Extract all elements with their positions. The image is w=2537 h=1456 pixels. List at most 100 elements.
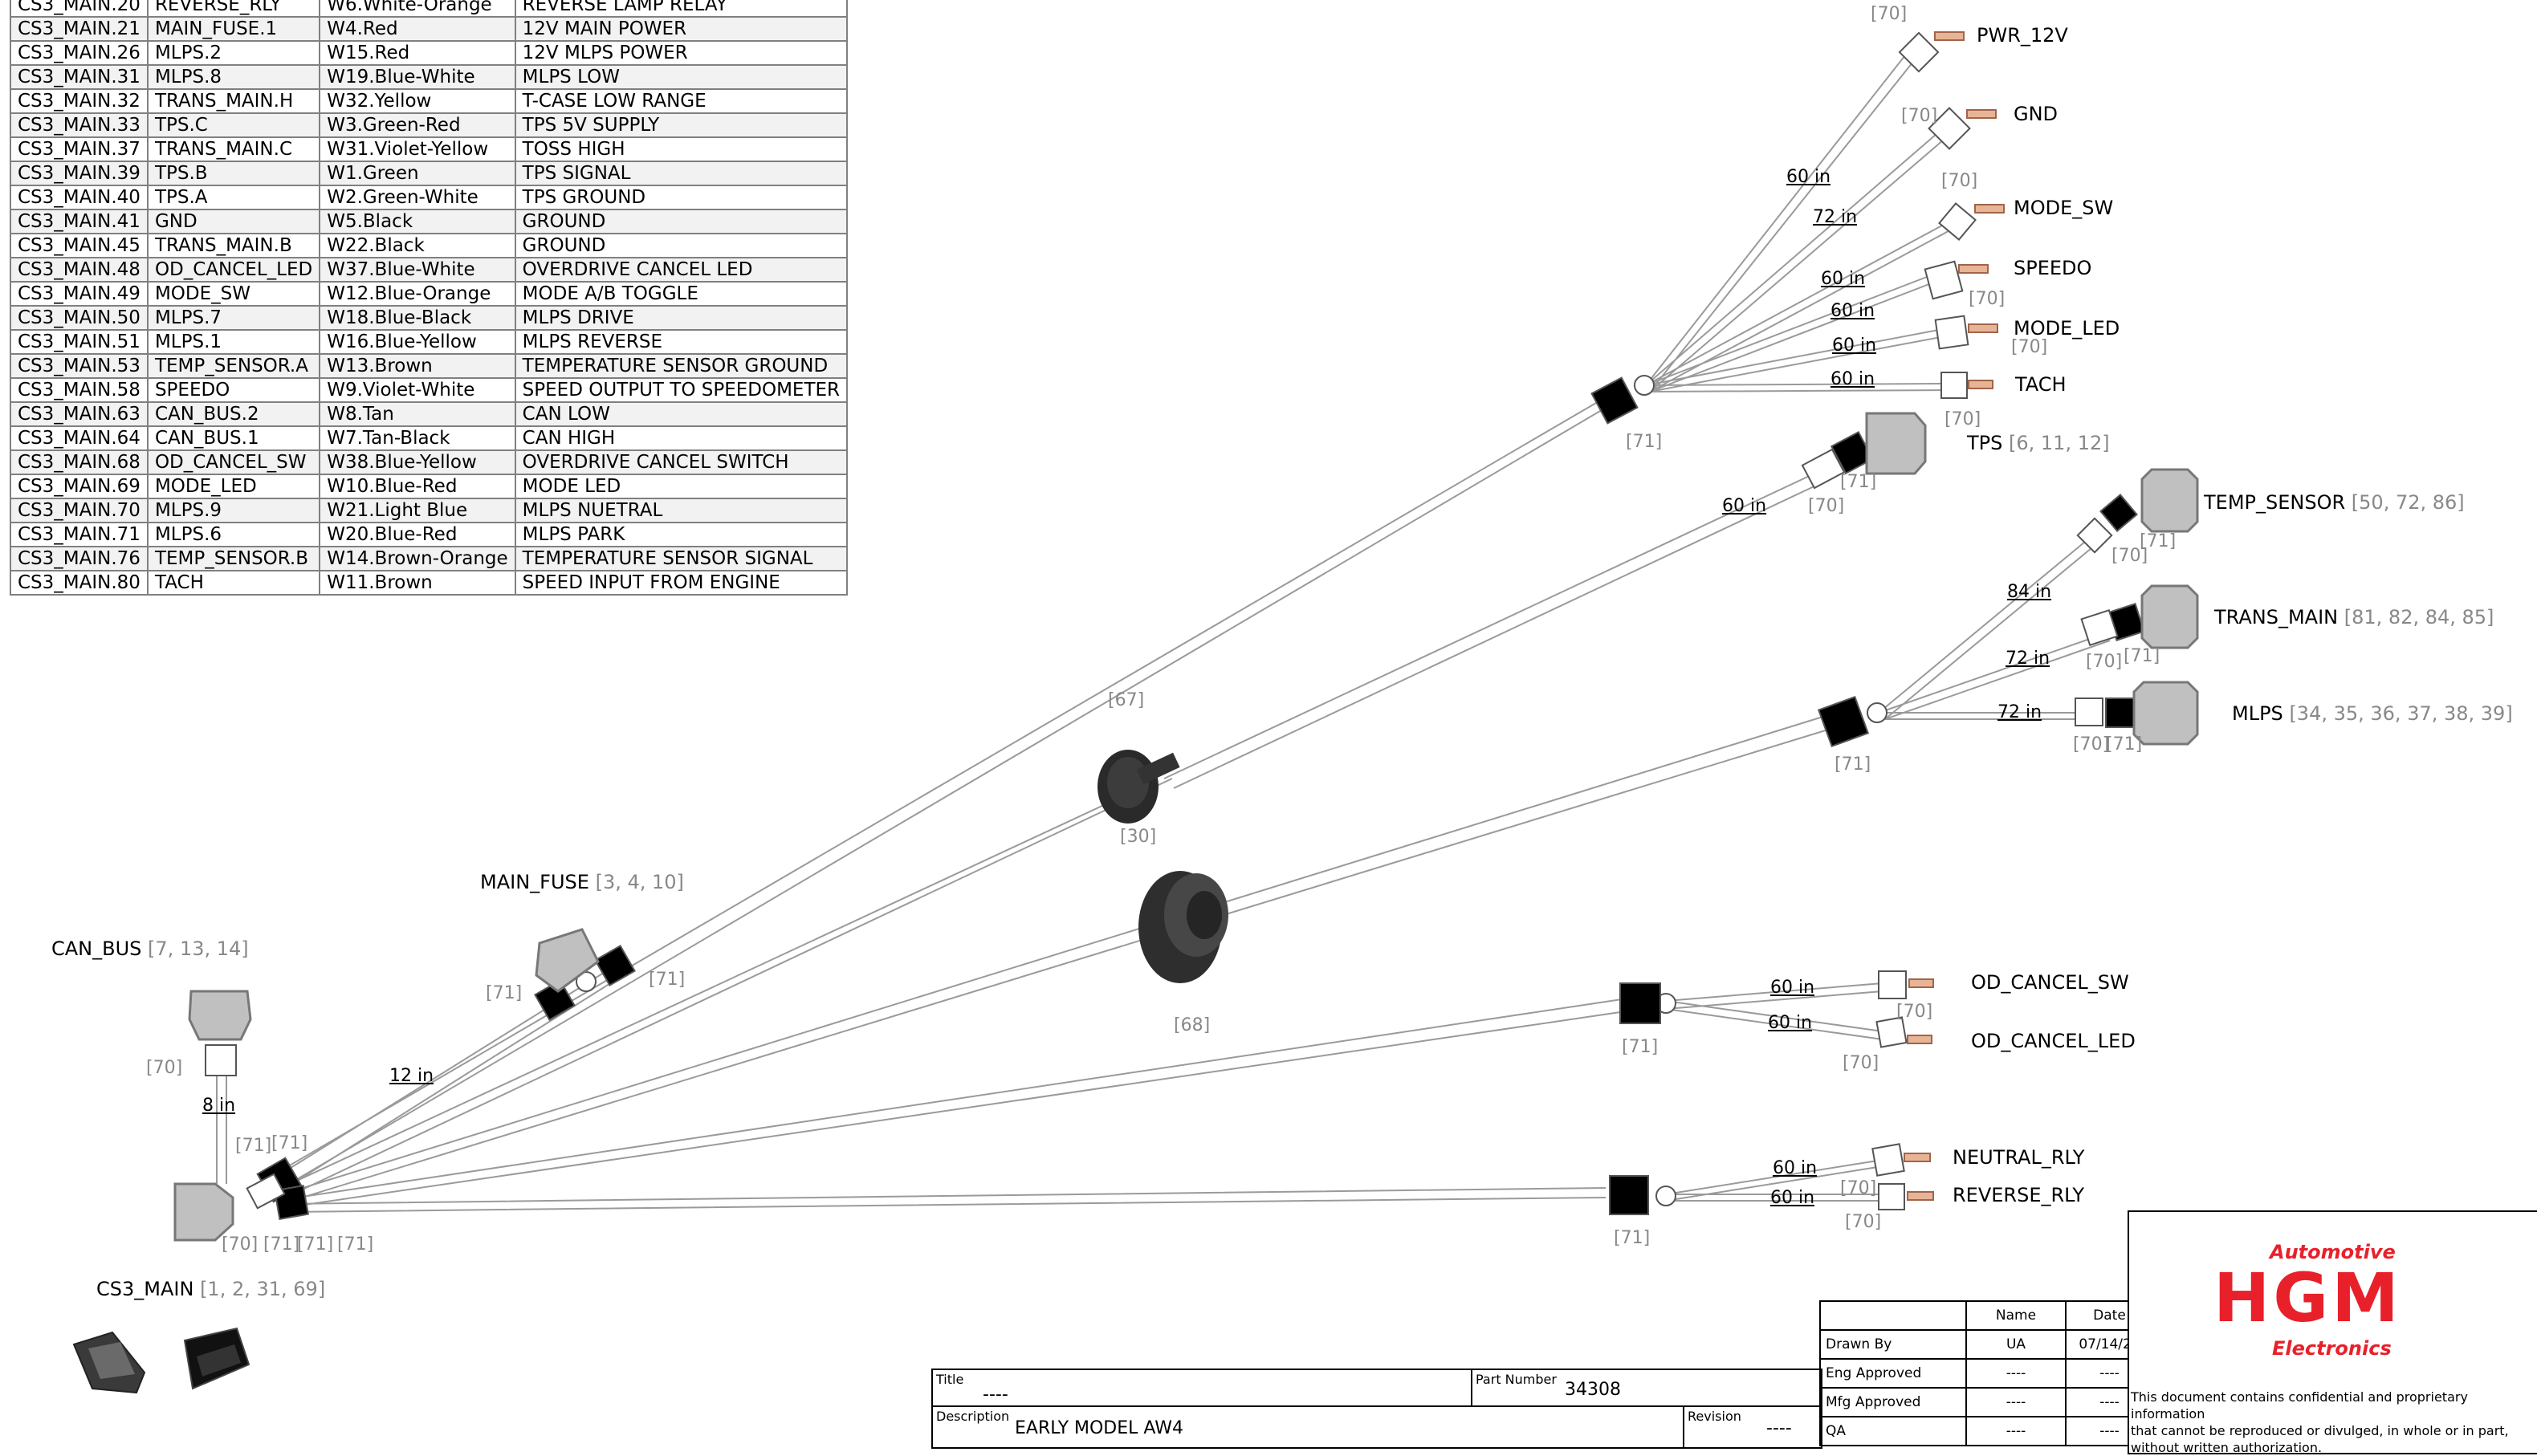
pin-od-led [1907, 1035, 1932, 1044]
pin-table-cell: GROUND [514, 233, 849, 258]
pin-table-cell: CAN_BUS.1 [146, 425, 321, 451]
ref-tag: [71] [1626, 432, 1663, 452]
boot-fuse-b [594, 945, 636, 986]
pin-table-cell: W8.Tan [319, 401, 516, 427]
ref-tag: [70] [1871, 4, 1908, 24]
pin-pwr12v [1934, 31, 1965, 41]
ref-tag: [70] [1941, 171, 1978, 191]
pin-table-cell: CAN LOW [514, 401, 849, 427]
label-od-cancel-sw: OD_CANCEL_SW [1971, 971, 2129, 994]
ref-tag: [70] [2086, 652, 2123, 672]
pin-table-cell: CS3_MAIN.70 [10, 498, 149, 523]
boot-mlps [2105, 697, 2136, 728]
boot-can [205, 1044, 237, 1076]
pin-table-cell: MLPS REVERSE [514, 329, 849, 355]
ref-tag: [70] [222, 1234, 259, 1255]
length-label: 12 in [389, 1066, 434, 1086]
label-mlps: MLPS [34, 35, 36, 37, 38, 39] [2232, 702, 2513, 725]
pin-table-cell: CS3_MAIN.51 [10, 329, 149, 355]
pin-table-cell: OVERDRIVE CANCEL LED [514, 257, 849, 283]
length-label: 60 in [1768, 1013, 1813, 1033]
ref-tag: [70] [2111, 546, 2148, 566]
pin-table-cell: W31.Violet-Yellow [319, 136, 516, 162]
cs3-main-photo [72, 1327, 250, 1394]
boot-temp [2099, 494, 2138, 532]
pin-table-cell: TRANS_MAIN.C [146, 136, 321, 162]
can-bus-connector [188, 990, 252, 1041]
pin-table-cell: MLPS.6 [146, 522, 321, 547]
pin-table-cell: MODE A/B TOGGLE [514, 281, 849, 307]
pin-table-cell: CS3_MAIN.50 [10, 305, 149, 331]
boot-cs3-white [246, 1173, 286, 1210]
pin-table-cell: MODE_SW [146, 281, 321, 307]
ref-tag: [71] [1614, 1228, 1651, 1248]
pin-table-cell: CS3_MAIN.32 [10, 88, 149, 114]
pin-table-cell: CS3_MAIN.31 [10, 64, 149, 90]
pin-table-cell: 12V MLPS POWER [514, 40, 849, 66]
ref-tag: [71] [1835, 754, 1871, 775]
ref-tag: [71] [486, 983, 523, 1003]
pin-table-cell: W6.White-Orange [319, 0, 516, 18]
pin-table-cell: W20.Blue-Red [319, 522, 516, 547]
pin-table-cell: W11.Brown [319, 570, 516, 596]
trans-main-connector [2140, 584, 2199, 649]
label-gnd: GND [2014, 103, 2059, 125]
trunk-upper-wire [264, 397, 1611, 1195]
pin-table-cell: W7.Tan-Black [319, 425, 516, 451]
pin-table-cell: W19.Blue-White [319, 64, 516, 90]
splice-right [1867, 702, 1887, 723]
splice-relay [1655, 1186, 1676, 1206]
label-temp-sensor: TEMP_SENSOR [50, 72, 86] [2204, 491, 2465, 514]
pin-table-cell: TPS 5V SUPPLY [514, 112, 849, 138]
pin-table-cell: TPS.B [146, 161, 321, 186]
pin-table-cell: CS3_MAIN.58 [10, 377, 149, 403]
length-label: 60 in [1821, 269, 1866, 289]
splice-main-fuse [576, 971, 597, 992]
label-od-cancel-led: OD_CANCEL_LED [1971, 1030, 2136, 1052]
ref-tag: [68] [1174, 1015, 1211, 1035]
pin-table-cell: CS3_MAIN.21 [10, 16, 149, 42]
splice-upper [1634, 375, 1655, 396]
pin-table-cell: CS3_MAIN.20 [10, 0, 149, 18]
length-label: 60 in [1722, 496, 1767, 516]
trunk-od-wire [280, 998, 1627, 1209]
pin-table-cell: CS3_MAIN.45 [10, 233, 149, 258]
boot-neutral [1871, 1143, 1905, 1177]
pin-table-cell: TEMP_SENSOR.B [146, 546, 321, 571]
label-cs3-main: CS3_MAIN [1, 2, 31, 69] [96, 1278, 326, 1300]
ref-tag: [30] [1120, 827, 1157, 847]
pin-table-cell: T-CASE LOW RANGE [514, 88, 849, 114]
ref-tag: [67] [1108, 690, 1145, 710]
pin-table-cell: W32.Yellow [319, 88, 516, 114]
ref-tag: [71] [263, 1234, 300, 1255]
pin-speedo [1958, 264, 1989, 274]
pin-table-cell: W15.Red [319, 40, 516, 66]
pin-table-cell: W9.Violet-White [319, 377, 516, 403]
pin-table-cell: W2.Green-White [319, 185, 516, 210]
pin-table-cell: W21.Light Blue [319, 498, 516, 523]
pin-table-cell: CS3_MAIN.69 [10, 474, 149, 499]
pin-table-cell: W16.Blue-Yellow [319, 329, 516, 355]
ref-tag: [70] [1843, 1053, 1879, 1073]
ref-tag: [70] [1808, 496, 1845, 516]
boot-fuse-a [534, 979, 576, 1021]
pin-table-cell: W38.Blue-Yellow [319, 449, 516, 475]
pin-table-cell: TRANS_MAIN.B [146, 233, 321, 258]
temp-sensor-connector [2140, 468, 2199, 533]
ref-tag: [71] [271, 1133, 308, 1153]
length-label: 60 in [1832, 336, 1877, 356]
pin-table-cell: CS3_MAIN.80 [10, 570, 149, 596]
pin-table-cell: CS3_MAIN.71 [10, 522, 149, 547]
logo-bottom-text: Electronics [2272, 1337, 2392, 1360]
